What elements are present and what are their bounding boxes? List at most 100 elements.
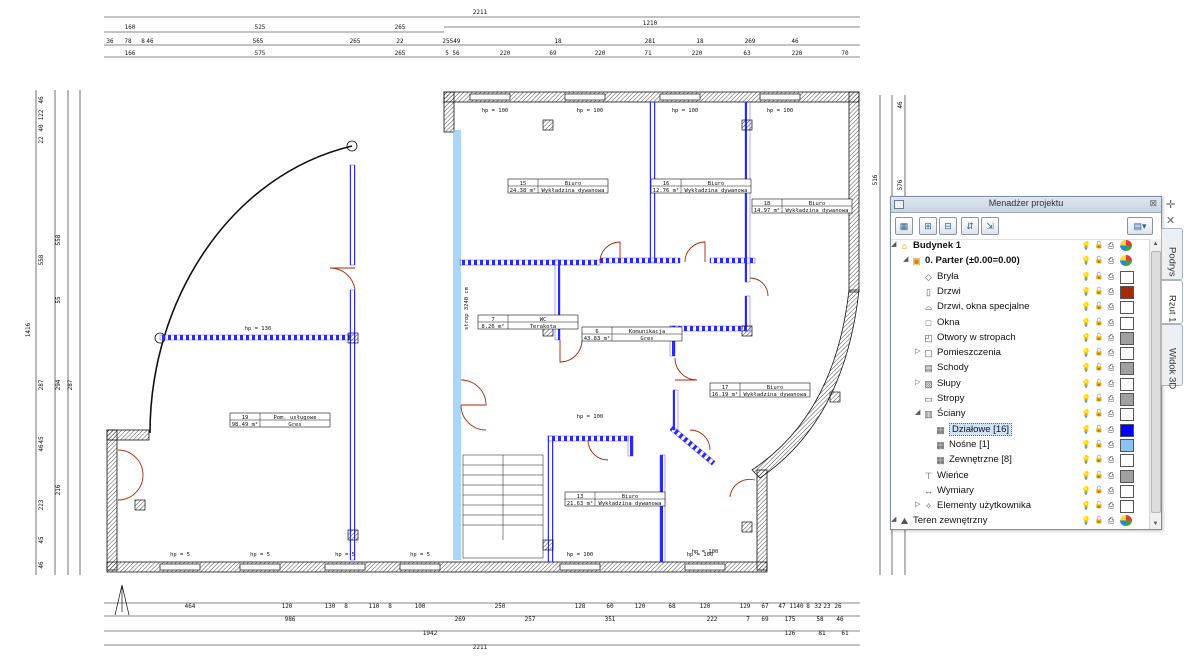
collapse-icon[interactable]: ◢ (891, 241, 897, 248)
add-storey-button[interactable]: ⊞ (919, 217, 937, 235)
visibility-bulb-icon[interactable]: 💡 (1081, 516, 1091, 526)
tree-item[interactable]: ▷▢Pomieszczenia💡🔓⎙ (891, 346, 1149, 361)
lock-icon[interactable]: 🔓 (1094, 379, 1104, 387)
collapse-icon[interactable]: ◢ (891, 516, 897, 524)
expand-icon[interactable]: ▷ (915, 348, 921, 356)
print-icon[interactable]: ⎙ (1107, 501, 1115, 511)
close-icon[interactable]: ✕ (1166, 215, 1176, 227)
new-building-button[interactable]: ▦ (895, 217, 913, 235)
color-swatch[interactable] (1120, 393, 1134, 406)
remove-storey-button[interactable]: ⊟ (939, 217, 957, 235)
color-swatch[interactable] (1120, 285, 1134, 299)
lock-icon[interactable]: 🔓 (1094, 471, 1104, 479)
color-swatch[interactable] (1120, 316, 1134, 330)
visibility-bulb-icon[interactable]: 💡 (1081, 470, 1091, 480)
visibility-bulb-icon[interactable]: 💡 (1081, 256, 1091, 266)
tree-item[interactable]: ▦Zewnętrzne [8]💡🔓⎙ (891, 453, 1149, 468)
print-icon[interactable]: ⎙ (1107, 317, 1115, 327)
lock-icon[interactable]: 🔓 (1094, 410, 1104, 418)
print-icon[interactable]: ⎙ (1107, 378, 1115, 388)
tab-podrys[interactable]: Podrys (1161, 228, 1183, 280)
tree-item[interactable]: □Okna💡🔓⎙ (891, 316, 1149, 331)
lock-icon[interactable]: 🔓 (1094, 349, 1104, 357)
print-icon[interactable]: ⎙ (1107, 348, 1115, 358)
lock-icon[interactable]: 🔓 (1094, 440, 1104, 448)
tree-item[interactable]: ⊤Wieńce💡🔓⎙ (891, 469, 1149, 484)
tree-item[interactable]: ◰Otwory w stropach💡🔓⎙ (891, 331, 1149, 346)
color-swatch[interactable] (1120, 347, 1134, 361)
tab-rzut-1[interactable]: Rzut 1 (1161, 280, 1183, 324)
color-swatch[interactable] (1120, 438, 1134, 452)
color-swatch[interactable] (1120, 301, 1134, 315)
color-swatch[interactable] (1120, 500, 1134, 514)
color-swatch[interactable] (1120, 377, 1134, 391)
color-swatch[interactable] (1120, 362, 1134, 376)
color-swatch[interactable] (1120, 240, 1132, 251)
tree-item[interactable]: ▷▨Słupy💡🔓⎙ (891, 377, 1149, 392)
print-icon[interactable]: ⎙ (1107, 439, 1115, 449)
lock-icon[interactable]: 🔓 (1094, 272, 1104, 280)
lock-icon[interactable]: 🔓 (1094, 287, 1104, 295)
visibility-bulb-icon[interactable]: 💡 (1081, 286, 1091, 296)
storey-move-button[interactable]: ⇲ (981, 217, 999, 235)
print-icon[interactable]: ⎙ (1107, 485, 1115, 495)
lock-icon[interactable]: 🔓 (1094, 425, 1104, 433)
pin-icon[interactable]: ✛ (1166, 199, 1176, 211)
tree-item[interactable]: ◢⛰Teren zewnętrzny💡🔓⎙ (891, 514, 1149, 529)
color-swatch[interactable] (1120, 423, 1134, 437)
print-icon[interactable]: ⎙ (1107, 470, 1115, 480)
visibility-bulb-icon[interactable]: 💡 (1081, 439, 1091, 449)
scroll-up-icon[interactable]: ▲ (1152, 241, 1159, 247)
color-swatch[interactable] (1120, 408, 1134, 422)
visibility-bulb-icon[interactable]: 💡 (1081, 409, 1091, 419)
lock-icon[interactable]: 🔓 (1094, 303, 1104, 311)
color-swatch[interactable] (1120, 469, 1134, 483)
visibility-bulb-icon[interactable]: 💡 (1081, 501, 1091, 511)
tree-item[interactable]: ↔Wymiary💡🔓⎙ (891, 484, 1149, 499)
expand-icon[interactable]: ▷ (915, 378, 921, 386)
visibility-bulb-icon[interactable]: 💡 (1081, 455, 1091, 465)
collapse-icon[interactable]: ◢ (915, 409, 921, 417)
visibility-bulb-icon[interactable]: 💡 (1081, 394, 1091, 403)
lock-icon[interactable]: 🔓 (1094, 364, 1104, 372)
color-swatch[interactable] (1120, 454, 1134, 468)
print-icon[interactable]: ⎙ (1107, 409, 1115, 419)
filter-dropdown-button[interactable]: ▤▾ (1127, 217, 1153, 235)
tree-item[interactable]: ◢▥Ściany💡🔓⎙ (891, 407, 1149, 422)
color-swatch[interactable] (1120, 270, 1134, 284)
scroll-thumb[interactable] (1151, 251, 1161, 513)
storey-settings-button[interactable]: ⇵ (961, 217, 979, 235)
print-icon[interactable]: ⎙ (1107, 363, 1115, 373)
print-icon[interactable]: ⎙ (1107, 241, 1115, 250)
project-tree[interactable]: ◢⌂Budynek 1💡🔓⎙◢▣0. Parter (±0.00=0.00)💡🔓… (891, 239, 1149, 529)
print-icon[interactable]: ⎙ (1107, 394, 1115, 403)
print-icon[interactable]: ⎙ (1107, 286, 1115, 296)
scroll-down-icon[interactable]: ▼ (1152, 521, 1159, 527)
tree-item[interactable]: ◢⌂Budynek 1💡🔓⎙ (891, 239, 1149, 254)
tree-item[interactable]: ▦Nośne [1]💡🔓⎙ (891, 438, 1149, 453)
lock-icon[interactable]: 🔓 (1094, 502, 1104, 510)
print-icon[interactable]: ⎙ (1107, 455, 1115, 465)
visibility-bulb-icon[interactable]: 💡 (1081, 485, 1091, 495)
print-icon[interactable]: ⎙ (1107, 332, 1115, 342)
color-swatch[interactable] (1120, 255, 1132, 267)
print-icon[interactable]: ⎙ (1107, 516, 1115, 526)
print-icon[interactable]: ⎙ (1107, 271, 1115, 281)
tree-item[interactable]: ▦Działowe [16]💡🔓⎙ (891, 422, 1149, 438)
visibility-bulb-icon[interactable]: 💡 (1081, 332, 1091, 342)
color-swatch[interactable] (1120, 515, 1132, 527)
lock-icon[interactable]: 🔓 (1094, 257, 1104, 265)
visibility-bulb-icon[interactable]: 💡 (1081, 348, 1091, 358)
print-icon[interactable]: ⎙ (1107, 302, 1115, 312)
visibility-bulb-icon[interactable]: 💡 (1081, 363, 1091, 373)
visibility-bulb-icon[interactable]: 💡 (1081, 271, 1091, 281)
lock-icon[interactable]: 🔓 (1094, 242, 1104, 249)
print-icon[interactable]: ⎙ (1107, 256, 1115, 266)
lock-icon[interactable]: 🔓 (1094, 318, 1104, 326)
project-manager-panel[interactable]: Menadżer projektu ⊠ ▦ ⊞ ⊟ ⇵ ⇲ ▤▾ ◢⌂Budyn… (890, 196, 1162, 530)
expand-icon[interactable]: ▷ (915, 501, 921, 509)
lock-icon[interactable]: 🔓 (1094, 395, 1104, 402)
visibility-bulb-icon[interactable]: 💡 (1081, 241, 1091, 250)
lock-icon[interactable]: 🔓 (1094, 517, 1104, 525)
